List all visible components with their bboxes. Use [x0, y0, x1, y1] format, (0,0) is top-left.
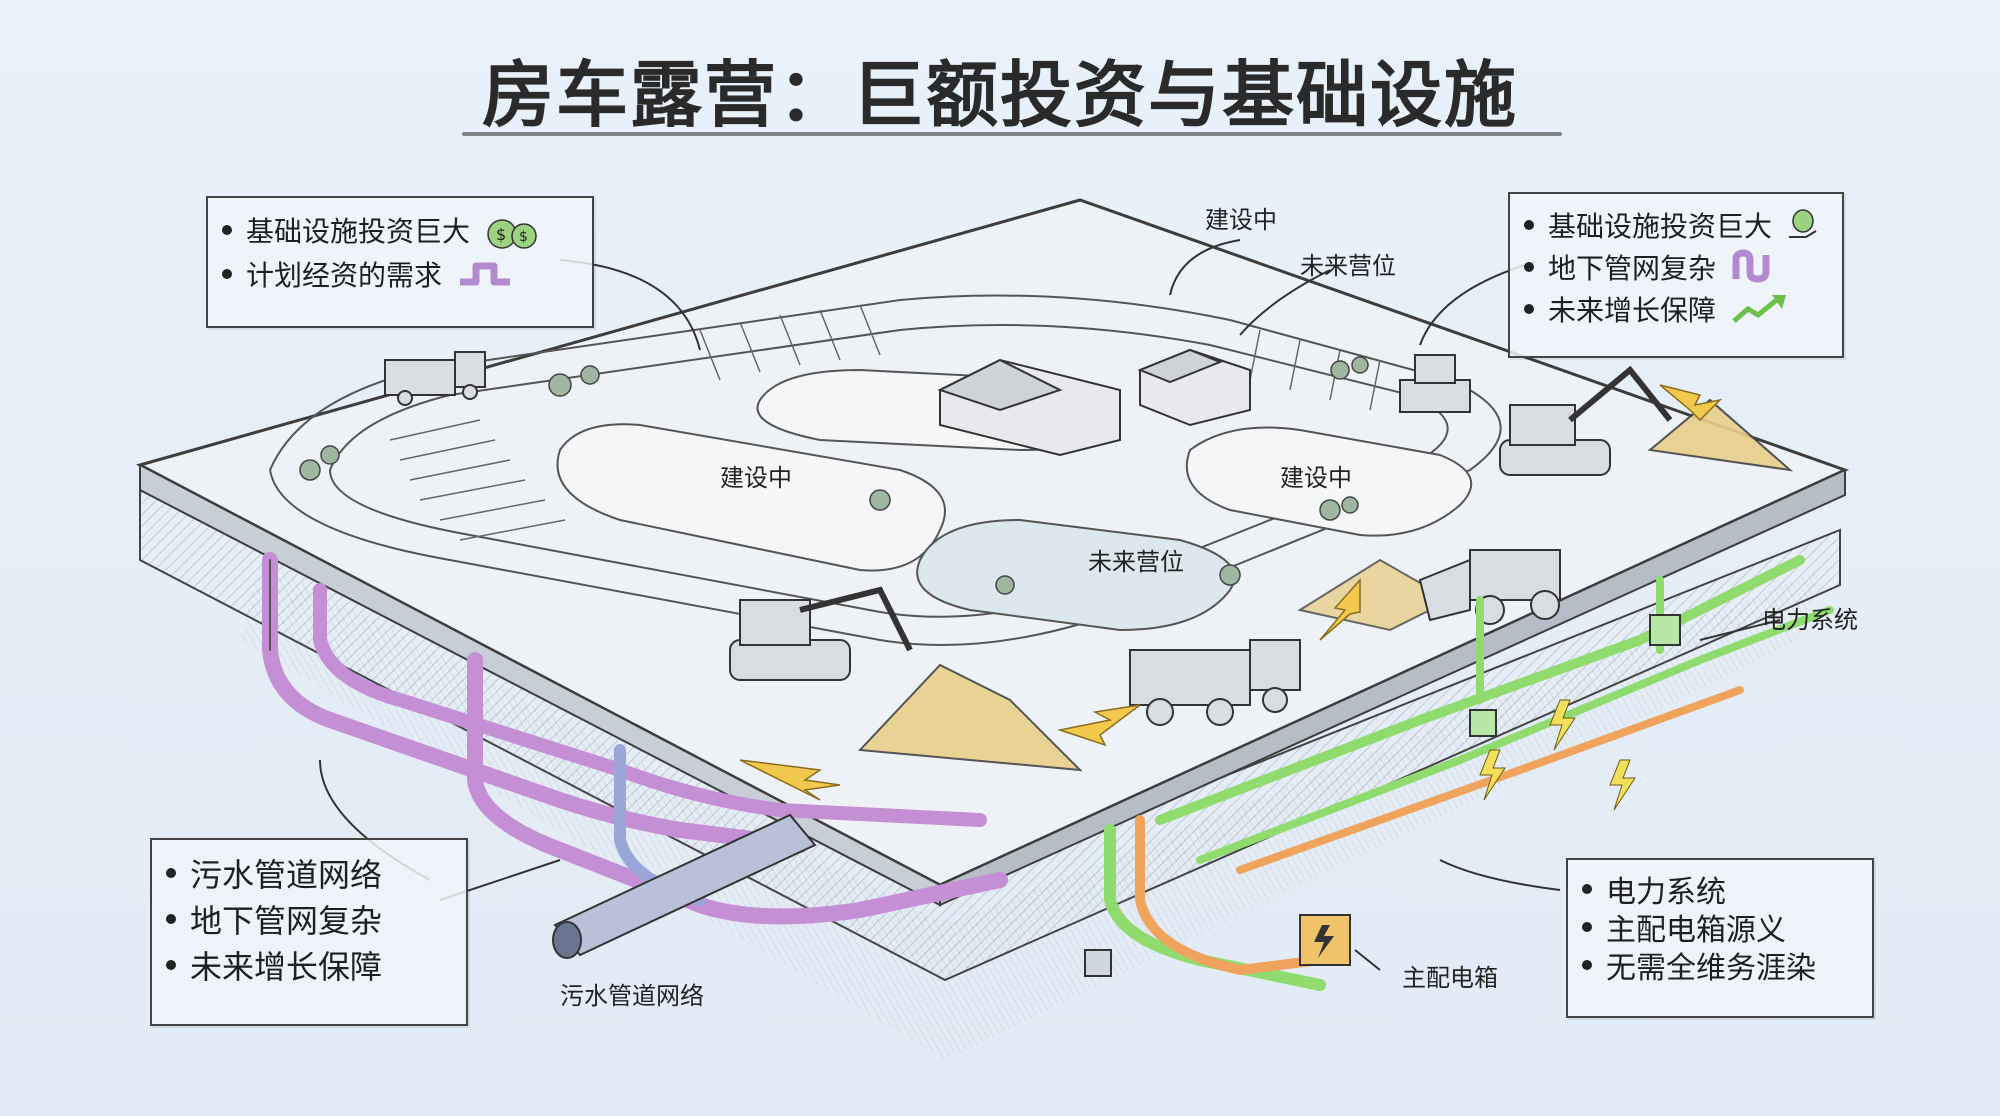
note-item: 基础设施投资巨大 $ $ — [222, 208, 574, 252]
title-underline — [462, 132, 1562, 136]
bullet-dot — [166, 914, 176, 924]
note-item: 污水管道网络 — [166, 850, 448, 896]
note-top-left: 基础设施投资巨大 $ $ 计划经资的需求 — [206, 196, 594, 328]
bullet-dot — [166, 960, 176, 970]
earthwork-arrows — [739, 384, 1723, 801]
note-text: 主配电箱源义 — [1606, 913, 1786, 948]
bullet-dot — [1582, 884, 1592, 894]
parking-stalls — [389, 304, 1381, 541]
label-power-system: 电力系统 — [1762, 606, 1858, 634]
note-top-right: 基础设施投资巨大 地下管网复杂 未来增 — [1508, 192, 1844, 358]
money-bag-icon: $ $ — [484, 210, 542, 250]
note-item: 主配电箱源义 — [1582, 908, 1854, 948]
svg-text:$: $ — [496, 225, 506, 244]
note-text: 无需全维务涯染 — [1606, 951, 1816, 986]
junction-boxes — [1084, 614, 1681, 977]
note-text: 基础设施投资巨大 — [246, 215, 471, 248]
label-main-panel: 主配电箱 — [1402, 964, 1498, 992]
bullet-dot — [166, 868, 176, 878]
note-item: 电力系统 — [1582, 870, 1854, 910]
note-text: 计划经资的需求 — [246, 259, 443, 292]
note-item: 基础设施投资巨大 — [1524, 204, 1824, 246]
note-bottom-left: 污水管道网络 地下管网复杂 未来增长保障 — [150, 838, 468, 1026]
note-text: 地下管网复杂 — [190, 902, 383, 940]
bullet-dot — [1524, 262, 1534, 272]
loader-top-right — [1399, 354, 1471, 413]
growth-arrow-icon — [1730, 291, 1790, 327]
label-sewer-network: 污水管道网络 — [560, 982, 704, 1010]
note-item: 地下管网复杂 — [1524, 246, 1824, 288]
note-item: 地下管网复杂 — [166, 896, 448, 942]
truck-top-left — [384, 351, 486, 406]
sewer-main-pipe — [552, 813, 817, 959]
note-text: 地下管网复杂 — [1548, 252, 1717, 285]
label-top-construction: 建设中 — [1205, 206, 1277, 234]
note-text: 污水管道网络 — [190, 856, 383, 894]
note-text: 电力系统 — [1606, 875, 1726, 910]
bullet-dot — [1582, 922, 1592, 932]
note-item: 未来增长保障 — [1524, 288, 1824, 330]
excavator-left — [729, 586, 913, 681]
buildings — [937, 348, 1251, 457]
label-left-construction: 建设中 — [720, 464, 792, 492]
label-right-construction: 建设中 — [1280, 464, 1352, 492]
excavator-right — [1499, 365, 1673, 476]
note-bottom-right: 电力系统 主配电箱源义 无需全维务涯染 — [1566, 858, 1874, 1018]
bullet-dot — [1524, 220, 1534, 230]
label-center-future-site: 未来营位 — [1088, 548, 1184, 576]
pipe-icon — [1730, 249, 1772, 285]
money-hand-icon — [1786, 207, 1820, 243]
pipe-icon — [456, 256, 514, 292]
note-item: 计划经资的需求 — [222, 252, 574, 296]
bullet-dot — [1582, 960, 1592, 970]
note-text: 基础设施投资巨大 — [1548, 210, 1773, 243]
note-text: 未来增长保障 — [1548, 294, 1717, 327]
dump-truck — [1129, 639, 1301, 726]
note-item: 无需全维务涯染 — [1582, 946, 1854, 986]
note-item: 未来增长保障 — [166, 942, 448, 988]
trees — [299, 356, 1369, 595]
page-title: 房车露营：巨额投资与基础设施 — [481, 53, 1518, 137]
svg-text:$: $ — [519, 229, 528, 245]
dirt-mounds — [857, 398, 1794, 772]
bullet-dot — [1524, 304, 1534, 314]
label-top-future-site: 未来营位 — [1300, 252, 1396, 280]
bullet-dot — [222, 225, 232, 235]
note-text: 未来增长保障 — [190, 948, 383, 986]
lightning-marks — [1479, 699, 1636, 811]
bullet-dot — [222, 269, 232, 279]
main-panel-box — [1299, 914, 1351, 966]
